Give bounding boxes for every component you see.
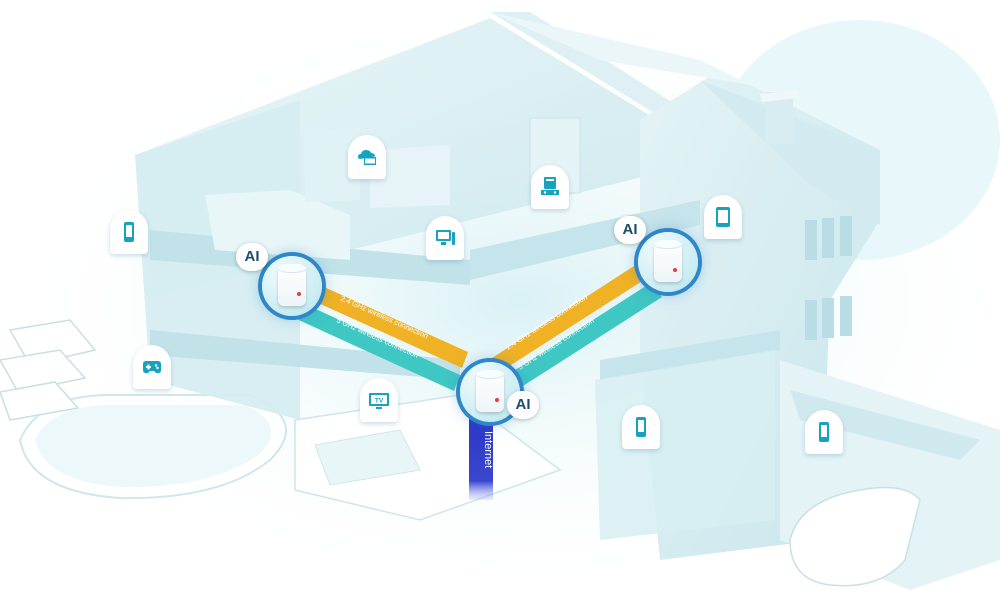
phone-icon — [636, 417, 646, 437]
tv-icon-label: TV — [375, 397, 384, 404]
device-pin-cloud — [348, 135, 386, 179]
tablet-icon — [716, 207, 730, 227]
device-pin-gamepad — [133, 345, 171, 389]
house — [135, 12, 1000, 590]
device-pin-phone-mid — [622, 405, 660, 449]
device-pin-game-console — [531, 165, 569, 209]
sun-loungers — [0, 319, 97, 421]
desktop-icon — [436, 230, 455, 245]
ai-badge-left: AI — [236, 243, 268, 271]
ai-badge-right: AI — [614, 216, 646, 244]
game-console-icon — [541, 177, 559, 195]
gamepad-icon — [143, 361, 161, 373]
device-pin-phone-right — [805, 410, 843, 454]
mesh-node-center — [460, 362, 520, 422]
pool — [18, 394, 287, 500]
tv-icon: TV — [369, 393, 389, 409]
ai-badge-center: AI — [507, 391, 539, 419]
phone-icon — [124, 222, 134, 242]
device-pin-phone-left — [110, 210, 148, 254]
cloud-folder-icon — [358, 150, 376, 165]
device-pin-desktop — [426, 216, 464, 260]
mesh-node-left — [262, 256, 322, 316]
device-pin-tablet — [704, 195, 742, 239]
device-pin-tv: TV — [360, 378, 398, 422]
phone-icon — [819, 422, 829, 442]
mesh-node-right — [638, 232, 698, 292]
internet-label: Internet — [482, 431, 494, 469]
